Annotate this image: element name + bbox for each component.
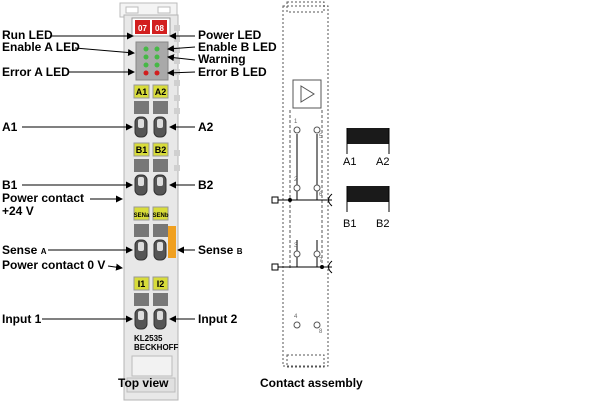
left-arrows [22,32,135,323]
contact-circles [293,126,321,329]
badge-a2: A2 [155,87,167,97]
brand-text: BECKHOFF [134,343,179,352]
enable-a-led [143,46,149,52]
label-error-b-led: Error B LED [198,65,267,79]
label-power-led: Power LED [198,28,262,42]
run-led [135,20,150,34]
label-sense-b-main: Sense [198,243,234,257]
caption-contact-assembly: Contact assembly [260,376,363,390]
label-power-contact-0v: Power contact 0 V [2,258,106,272]
badge-b2: B2 [155,145,167,155]
contact-numbers: 1 5 2 6 3 7 4 8 [294,119,323,335]
error-b-led [154,70,160,76]
label-enable-b-led: Enable B LED [198,40,277,54]
coil-b: B1 B2 [343,186,390,230]
badge-i1: I1 [138,279,146,289]
label-input-1: Input 1 [2,312,42,326]
model-text: KL2535 [134,334,163,343]
led-label-left: 07 [138,24,147,33]
contact-number: 4 [294,314,298,320]
badge-i2: I2 [157,279,165,289]
label-warning: Warning [198,52,246,66]
label-input-2: Input 2 [198,312,238,326]
contact-number: 7 [319,258,323,264]
coil-b2-label: B2 [376,218,389,230]
label-sense-a-sub: A [40,247,47,256]
label-power-contact-24v: Power contact [2,191,85,205]
label-b2: B2 [198,178,214,192]
coil-b1-label: B1 [343,218,356,230]
label-sense-b: Sense B [198,244,242,258]
terminal-top-view: 07 08 A1 A2 B1 B2 [119,2,180,401]
contact-number: 1 [294,119,298,125]
label-sense-b-sub: B [236,247,243,256]
label-a2: A2 [198,120,214,134]
label-a1: A1 [2,120,18,134]
amplifier-symbol [292,79,322,109]
contact-number: 5 [319,134,323,140]
coil-a2-label: A2 [376,156,389,168]
contact-number: 6 [319,192,323,198]
badge-sen-b: SENb [152,213,168,219]
contact-number: 8 [319,329,323,335]
contact-number: 2 [294,177,298,183]
caption-top-view: Top view [118,376,169,390]
led-label-right: 08 [155,24,164,33]
label-sense-a: Sense A [2,244,46,258]
warning-led [154,54,160,60]
label-enable-a-led: Enable A LED [2,40,80,54]
label-error-a-led: Error A LED [2,65,70,79]
label-sense-a-main: Sense [2,243,38,257]
right-arrows [167,32,196,323]
coil-a: A1 A2 [343,128,390,168]
badge-sen-a: SENa [134,213,150,219]
error-a-led [143,70,149,76]
enable-b-led [154,46,160,52]
badge-a1: A1 [136,87,148,97]
label-power-contact-24v-value: +24 V [2,204,34,218]
label-run-led: Run LED [2,28,53,42]
label-b1: B1 [2,178,18,192]
contact-number: 3 [294,243,298,249]
badge-b1: B1 [136,145,148,155]
orange-tab [168,226,176,258]
coil-a1-label: A1 [343,156,356,168]
contact-assembly [271,1,333,368]
power-led [152,20,167,34]
